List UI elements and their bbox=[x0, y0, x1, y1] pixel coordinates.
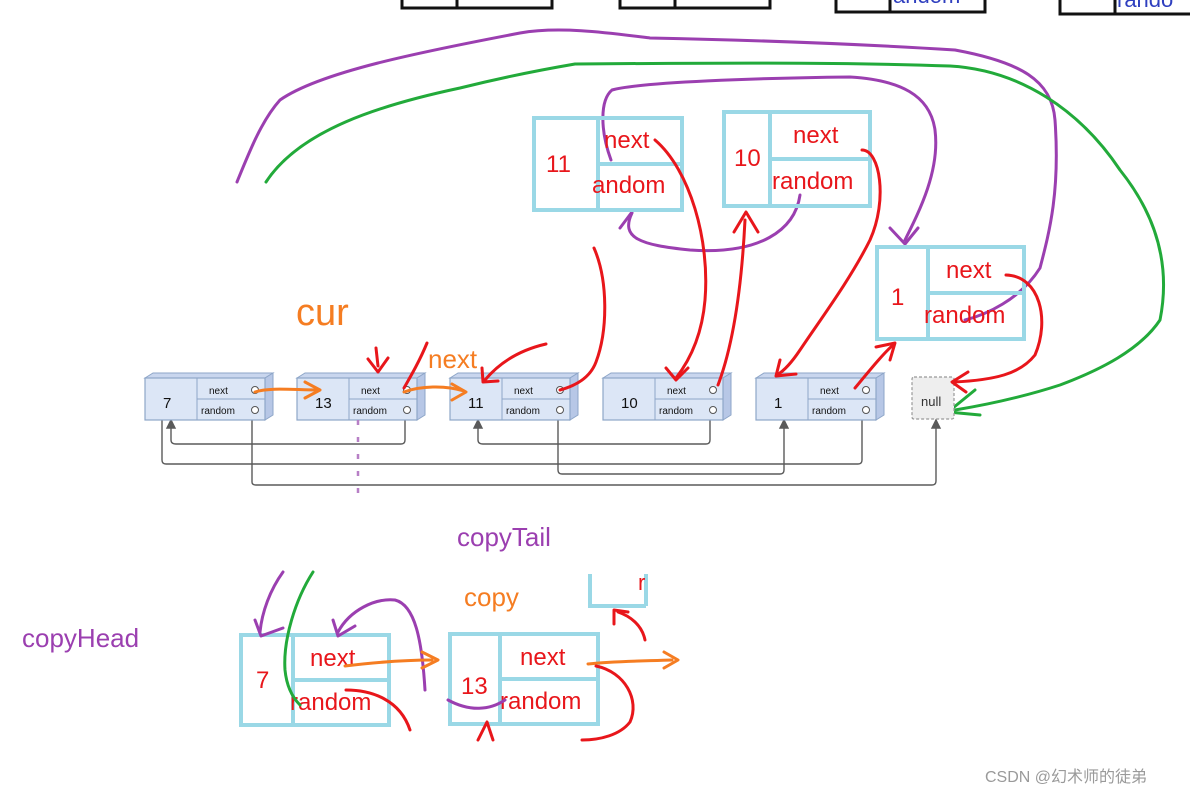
random-13-7 bbox=[170, 412, 406, 445]
original-list: 7 next random 13 next random 11 next random 10 nex… bbox=[143, 372, 886, 421]
list-node-next-label: next bbox=[514, 386, 533, 397]
copy-node-13-random: random bbox=[500, 688, 581, 715]
orange-pointers bbox=[253, 380, 468, 402]
copy-node-7-random: random bbox=[290, 689, 371, 716]
random-1-7 bbox=[161, 412, 863, 465]
label-next: next bbox=[428, 344, 478, 374]
top-box-3 bbox=[834, 0, 987, 14]
green-long-curve bbox=[264, 61, 1166, 412]
label-copy-tail: copyTail bbox=[457, 522, 551, 552]
random-pointers bbox=[161, 412, 942, 486]
red-pointers bbox=[366, 138, 1044, 394]
top-partial-text-1: andom bbox=[893, 0, 960, 8]
bottom-strokes bbox=[253, 570, 680, 742]
copied-node-10 bbox=[722, 110, 872, 208]
top-box-2 bbox=[618, 0, 772, 10]
partial-copy-node bbox=[588, 574, 648, 608]
copied-node-11-random: andom bbox=[592, 172, 665, 199]
purple-tick bbox=[618, 210, 634, 230]
list-node-value: 10 bbox=[621, 395, 638, 412]
list-node: 7 next random bbox=[143, 372, 275, 421]
null-node-label: null bbox=[921, 394, 941, 409]
label-cur: cur bbox=[296, 292, 349, 334]
list-node-next-label: next bbox=[667, 386, 686, 397]
copied-node-11-value: 11 bbox=[546, 151, 571, 178]
copy-node-13-value: 13 bbox=[461, 673, 488, 700]
label-copy: copy bbox=[464, 582, 519, 612]
top-partial-boxes bbox=[400, 0, 1190, 16]
list-node-random-label: random bbox=[201, 406, 235, 417]
copy-node-7 bbox=[239, 633, 391, 727]
list-node-random-label: random bbox=[659, 406, 693, 417]
top-box-4 bbox=[1058, 0, 1190, 16]
copied-node-1-random: random bbox=[924, 302, 1005, 329]
copied-node-11 bbox=[532, 116, 684, 212]
top-partial-text-2: rando bbox=[1117, 0, 1173, 12]
copied-node-10-value: 10 bbox=[734, 145, 761, 172]
random-11-1 bbox=[557, 412, 785, 475]
list-node-next-label: next bbox=[361, 386, 380, 397]
copy-node-7-next: next bbox=[310, 645, 356, 672]
label-copy-head: copyHead bbox=[22, 623, 139, 653]
list-node: 10 next random bbox=[601, 372, 733, 421]
list-node-value: 1 bbox=[774, 395, 782, 412]
purple-loop-random bbox=[627, 193, 802, 253]
copied-node-10-random: random bbox=[772, 168, 853, 195]
watermark: CSDN @幻术师的徒弟 bbox=[985, 768, 1147, 786]
list-node-next-label: next bbox=[820, 386, 839, 397]
list-node-random-label: random bbox=[812, 406, 846, 417]
list-node-value: 7 bbox=[163, 395, 171, 412]
list-node: 11 next random bbox=[448, 372, 580, 421]
random-10-11 bbox=[477, 412, 711, 445]
list-node: 13 next random bbox=[295, 372, 427, 421]
list-node-value: 11 bbox=[468, 395, 484, 412]
purple-long-curve bbox=[235, 28, 1058, 322]
top-box-1 bbox=[400, 0, 554, 10]
copied-node-1 bbox=[875, 245, 1026, 341]
purple-loop-top bbox=[601, 75, 938, 242]
list-node-random-label: random bbox=[506, 406, 540, 417]
copy-node-7-value: 7 bbox=[256, 667, 269, 694]
purple-arrowhead-top bbox=[888, 226, 920, 246]
list-node-value: 13 bbox=[315, 395, 332, 412]
list-node-next-label: next bbox=[209, 386, 228, 397]
copied-node-10-next: next bbox=[793, 122, 839, 149]
list-node-random-label: random bbox=[353, 406, 387, 417]
copied-node-1-value: 1 bbox=[891, 284, 904, 311]
copied-node-1-next: next bbox=[946, 257, 992, 284]
null-node: null bbox=[911, 376, 955, 420]
partial-copy-text: r bbox=[638, 570, 645, 595]
copy-node-13-next: next bbox=[520, 644, 566, 671]
random-7-null bbox=[251, 412, 937, 486]
list-node: 1 next random bbox=[754, 372, 886, 421]
copy-node-13 bbox=[448, 632, 600, 726]
copied-node-11-next: next bbox=[604, 127, 650, 154]
